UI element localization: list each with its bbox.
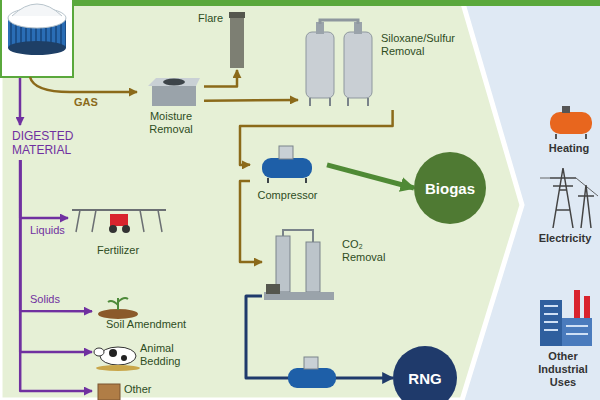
siloxane-vessels <box>306 20 372 106</box>
equipment-node: Siloxane/Sulfur Removal <box>298 18 467 110</box>
node-label: Animal Bedding <box>140 342 192 368</box>
equipment-node: Soil Amendment <box>92 296 204 334</box>
cow-icon <box>94 347 140 371</box>
node-label: Soil Amendment <box>106 318 202 331</box>
flow-arrow <box>20 160 92 391</box>
equipment-node: Electricity <box>532 160 600 248</box>
node-label: Fertilizer <box>68 244 168 257</box>
node-label: Flare <box>198 12 228 25</box>
equipment-node: DIGESTED MATERIAL <box>12 128 98 160</box>
edge-label: Solids <box>30 293 60 306</box>
node-label: DIGESTED MATERIAL <box>12 129 96 157</box>
product-circle: Biogas <box>414 152 486 224</box>
equipment-node: Other Industrial Uses <box>528 284 600 394</box>
edge-label: Liquids <box>30 224 65 237</box>
node-label: RNG <box>408 370 441 387</box>
equipment-node: Animal Bedding <box>92 338 194 378</box>
flow-label: GAS <box>74 96 98 109</box>
equipment-node: CO₂ Removal <box>262 228 394 308</box>
node-label: Electricity <box>532 232 598 245</box>
flare-icon <box>229 12 245 68</box>
flow-arrow <box>20 160 92 352</box>
node-label: Heating <box>540 142 598 155</box>
compressor-icon <box>288 357 336 388</box>
header-bar <box>0 0 600 6</box>
node-label: Biogas <box>425 180 475 197</box>
node-label: Moisture Removal <box>140 110 202 136</box>
equipment-node: Heating <box>540 104 600 157</box>
sprinkler-tractor-icon <box>72 210 166 233</box>
box-icon <box>98 384 120 400</box>
node-label: CO₂ Removal <box>342 238 392 264</box>
soil-icon <box>98 298 138 319</box>
flow-arrow <box>20 160 68 218</box>
equipment-node: Fertilizer <box>68 200 170 262</box>
equipment-node: Flare <box>198 10 248 70</box>
flow-arrow <box>246 296 393 378</box>
digester-tank <box>1 0 73 77</box>
node-label: Other Industrial Uses <box>528 350 598 389</box>
node-label: Other <box>124 383 170 396</box>
compressor-icon <box>262 146 312 183</box>
flow-arrow <box>20 160 92 311</box>
process-area <box>0 0 522 400</box>
flow-arrow <box>327 165 414 188</box>
flow-arrow <box>204 99 298 102</box>
factory-icon <box>540 290 592 346</box>
flow-arrow <box>204 70 237 87</box>
flow-arrow <box>240 110 393 165</box>
equipment-node: Moisture Removal <box>140 76 204 138</box>
equipment-node: Other <box>92 380 172 400</box>
power-tower-icon <box>540 168 598 228</box>
digestate-line <box>19 78 22 125</box>
heater-icon <box>550 106 592 139</box>
node-label: Compressor <box>250 189 325 202</box>
co2-removal-columns <box>264 230 334 300</box>
gas-line <box>30 77 137 92</box>
equipment-node: Compressor <box>250 145 327 207</box>
moisture-removal-icon <box>148 78 200 106</box>
node-label: Siloxane/Sulfur Removal <box>381 32 465 58</box>
